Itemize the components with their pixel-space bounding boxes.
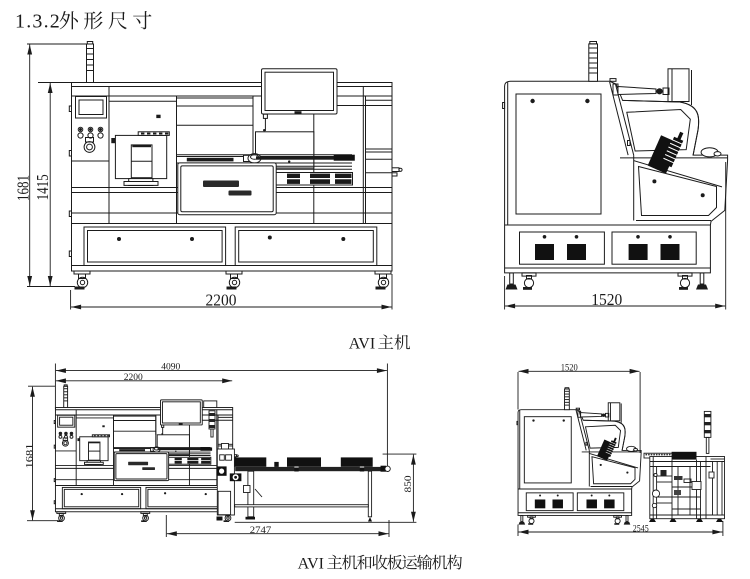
svg-text:4090: 4090 [161, 363, 180, 373]
svg-text:1681: 1681 [26, 443, 36, 468]
svg-text:AVI: AVI [298, 555, 324, 572]
svg-text:1415: 1415 [33, 174, 52, 200]
svg-text:1520: 1520 [561, 363, 578, 373]
svg-text:2200: 2200 [206, 290, 237, 309]
svg-text:2545: 2545 [633, 524, 649, 534]
svg-text:2747: 2747 [250, 526, 272, 536]
svg-text:1.3.2: 1.3.2 [15, 11, 61, 33]
svg-text:1681: 1681 [13, 175, 32, 201]
svg-text:AVI: AVI [349, 335, 375, 352]
svg-text:2200: 2200 [124, 373, 143, 383]
svg-text:850: 850 [404, 475, 414, 492]
svg-text:1520: 1520 [591, 290, 622, 309]
